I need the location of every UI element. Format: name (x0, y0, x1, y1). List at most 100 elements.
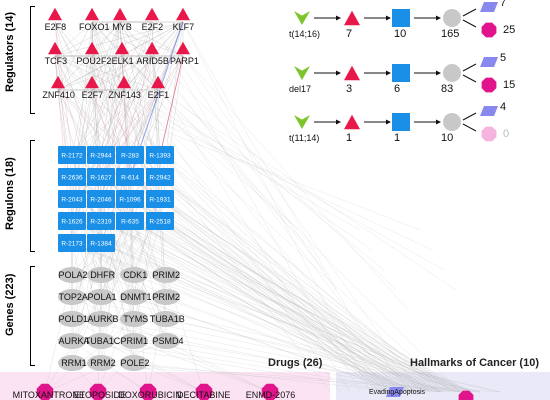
gene-circle-icon (87, 333, 115, 349)
regulator-hallmark-link (151, 55, 411, 393)
regulator-fan-link (91, 55, 373, 251)
genes-bracket (30, 266, 35, 366)
gene-hallmark-link (165, 318, 501, 393)
gene-drug-link (100, 340, 205, 393)
regulator-hallmark-link (91, 89, 441, 393)
regulon-square-icon (58, 146, 86, 164)
regulon-label: R-1626 (61, 219, 83, 226)
gene-label: POLD1 (58, 314, 89, 324)
legend-regulon-square-icon (392, 9, 410, 27)
regulon-label: R-2636 (61, 175, 83, 182)
legend-hallmark-parallelogram-icon (480, 2, 498, 12)
regulator-fan-link (157, 89, 457, 291)
regulon-label: R-283 (121, 153, 139, 160)
gene-hallmark-link (165, 340, 461, 393)
regulator-link (119, 21, 153, 57)
drug-octagon-icon (458, 390, 474, 400)
drugs-section-label: Drugs (26) (268, 357, 323, 369)
gene-hallmark-link (100, 362, 501, 393)
regulon-square-icon (58, 168, 86, 186)
regulator-regulon-link (129, 89, 159, 156)
legend-regulon-count: 10 (394, 28, 407, 40)
gene-hallmark-link (100, 340, 421, 393)
legend-hallmark-parallelogram-icon (480, 57, 498, 67)
regulon-hallmark-link (159, 176, 395, 393)
regulon-gene-link (71, 220, 161, 276)
legend-regulon-count: 6 (394, 83, 401, 95)
gene-label: CDK1 (123, 270, 148, 280)
arrow-head-icon (386, 15, 391, 21)
regulon-square-icon (146, 190, 174, 208)
regulon-label: R-2046 (90, 197, 112, 204)
regulator-hallmark-link (182, 21, 371, 393)
gene-label: POLE2 (120, 358, 150, 368)
gene-hallmark-link (133, 318, 481, 393)
regulator-triangle-icon (85, 75, 99, 89)
regulator-fan-link (151, 55, 397, 291)
regulon-square-icon (58, 212, 86, 230)
regulon-gene-link (71, 176, 161, 298)
hallmarks-section-label: Hallmarks of Cancer (10) (410, 357, 539, 369)
regulon-label: R-2319 (90, 219, 112, 226)
gene-circle-icon (152, 289, 180, 305)
regulon-label: R-1096 (119, 197, 141, 204)
legend-arrow (462, 19, 477, 28)
gene-circle-icon (120, 289, 148, 305)
regulon-hallmark-link (159, 220, 411, 393)
legend-mutation-label: del17 (289, 84, 312, 94)
regulator-label: E2F1 (147, 90, 170, 100)
arrow-head-icon (336, 15, 341, 21)
regulator-fan-link (54, 55, 361, 231)
genes-section-label: Genes (223) (4, 273, 16, 336)
regulator-hallmark-link (121, 55, 401, 393)
gene-hallmark-link (133, 274, 441, 393)
regulator-triangle-icon (145, 7, 159, 21)
gene-hallmark-link (71, 318, 441, 393)
regulator-regulon-link (54, 21, 73, 156)
gene-circle-icon (120, 311, 148, 327)
regulon-gene-link (133, 198, 161, 276)
regulon-label: R-2518 (149, 219, 171, 226)
gene-hallmark-link (100, 318, 461, 393)
gene-label: DHFR (90, 270, 116, 280)
legend-regulon-square-icon (392, 64, 410, 82)
regulator-fan-link (121, 55, 385, 271)
regulon-label: R-635 (121, 219, 139, 226)
gene-label: PRIM1 (120, 336, 149, 346)
regulon-gene-link (100, 220, 161, 298)
regulator-regulon-link (91, 89, 102, 156)
legend-regulon-square-icon (392, 113, 410, 131)
legend-drug-octagon-icon (481, 126, 497, 142)
mutation-chevron-icon (294, 115, 310, 129)
legend-regulator-triangle-icon (344, 10, 360, 26)
regulator-triangle-icon (51, 75, 65, 89)
regulator-regulon-link (151, 21, 161, 222)
regulator-triangle-icon (115, 41, 129, 55)
regulon-label: R-2173 (61, 241, 83, 248)
regulon-hallmark-link (100, 220, 407, 393)
legend-drug-count: 0 (503, 128, 510, 140)
regulon-hallmark-link (129, 154, 445, 393)
legend-drug-octagon-icon (481, 77, 497, 93)
regulon-hallmark-link (100, 198, 459, 393)
legend-regulator-triangle-icon (344, 114, 360, 130)
regulator-label: ELK1 (111, 56, 134, 66)
regulon-square-icon (116, 190, 144, 208)
legend-regulator-count: 3 (346, 83, 353, 95)
regulators-section-label: Regulators (14) (4, 11, 16, 92)
regulator-fan-link (182, 21, 349, 311)
hallmark-parallelogram-icon (386, 387, 404, 397)
regulon-label: R-1393 (149, 153, 171, 160)
regulon-square-icon (146, 168, 174, 186)
regulator-hallmark-link (182, 55, 421, 393)
regulator-hallmark-link (57, 89, 431, 393)
regulator-triangle-icon (48, 7, 62, 21)
regulator-hallmark-link (91, 21, 341, 393)
regulon-label: R-1384 (90, 241, 112, 248)
legend-mutation-label: t(14;16) (289, 29, 321, 39)
gene-label: TOP2A (58, 292, 88, 302)
legend-arrow (462, 74, 477, 83)
regulator-label: FOXO1 (79, 22, 110, 32)
regulator-fan-link (151, 21, 337, 291)
gene-circle-icon (152, 333, 180, 349)
